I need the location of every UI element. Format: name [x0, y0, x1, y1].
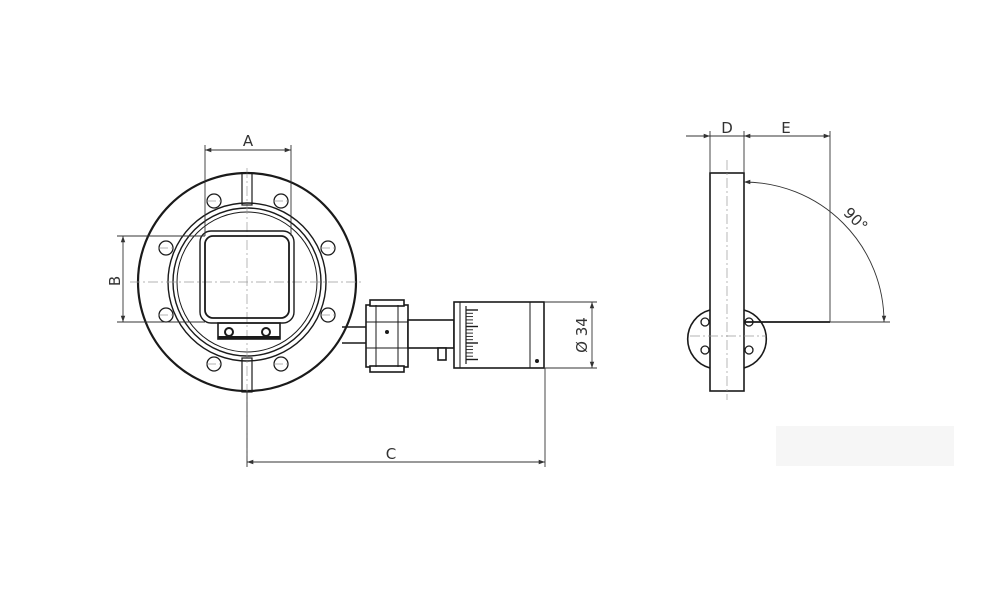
spindle-pin — [437, 347, 447, 361]
spindle — [407, 319, 455, 349]
micrometer-scale — [465, 306, 478, 364]
dim-e-label: E — [781, 119, 790, 137]
background-smudge — [776, 426, 954, 466]
dim-a-label: A — [243, 132, 254, 150]
angle-arc — [743, 179, 887, 323]
dimensions: A B C Ø 34 D E 90° — [106, 119, 890, 467]
side-mounting-boss — [686, 309, 711, 369]
dim-b-label: B — [106, 276, 124, 286]
bolt-holes — [158, 193, 336, 372]
angle-label: 90° — [840, 204, 872, 236]
coupling-block — [365, 299, 409, 373]
top-notch — [241, 172, 253, 206]
clamp-bar-base — [218, 336, 280, 339]
clamp-screw — [224, 327, 234, 337]
micrometer-head — [453, 301, 545, 369]
dim-d-label: D — [721, 119, 733, 137]
front-view — [130, 168, 545, 468]
square-aperture — [204, 235, 290, 319]
clamp-screw — [261, 327, 271, 337]
dim-diameter-label: Ø 34 — [573, 317, 591, 353]
dim-c-label: C — [386, 445, 396, 463]
side-view — [686, 160, 830, 400]
